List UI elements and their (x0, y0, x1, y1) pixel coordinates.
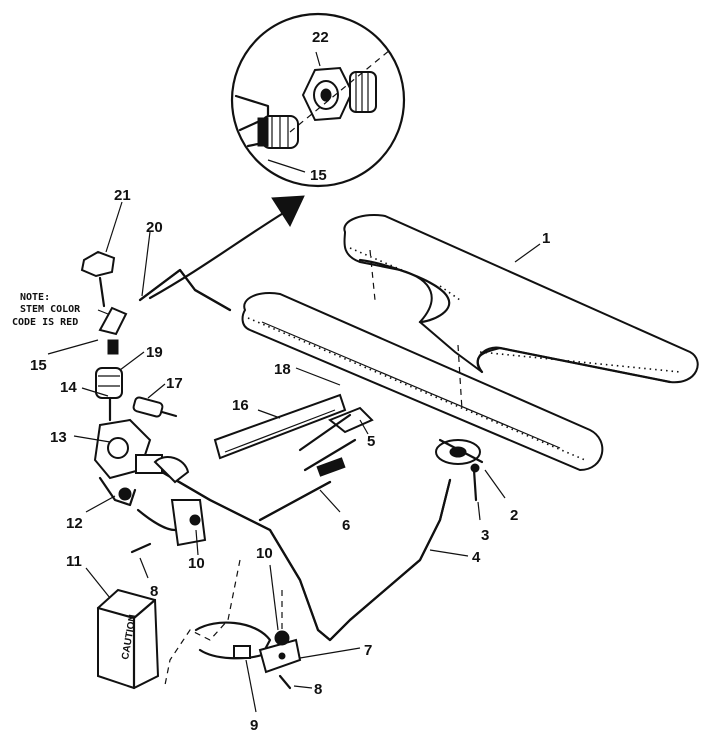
screw-8-upper (130, 542, 152, 554)
callout-7: 7 (364, 642, 372, 659)
detail-inset (230, 12, 406, 188)
callout-labels: 1 2 3 4 5 6 7 8 8 9 10 10 11 12 13 14 15… (30, 29, 550, 734)
electrode-6 (258, 457, 346, 522)
callout-10-upper: 10 (188, 555, 205, 572)
burner-lower (241, 292, 604, 472)
note-line-2: STEM COLOR (20, 304, 81, 315)
callout-10-lower: 10 (256, 545, 273, 562)
callout-1: 1 (542, 230, 550, 247)
callout-2: 2 (510, 507, 518, 524)
orifice-fitting-22 (301, 66, 377, 122)
ignition-wire (136, 508, 272, 686)
callout-6: 6 (342, 517, 350, 534)
callout-8-upper: 8 (150, 583, 158, 600)
callout-3: 3 (481, 527, 489, 544)
callout-19: 19 (146, 344, 163, 361)
callout-17: 17 (166, 375, 183, 392)
control-valve-13 (93, 418, 163, 507)
venturi-tube-4 (148, 463, 452, 642)
callout-12: 12 (66, 515, 83, 532)
screw-3 (470, 463, 480, 502)
note-block: NOTE: STEM COLOR CODE IS RED (12, 292, 81, 328)
burner-bracket-2 (435, 438, 484, 465)
callout-22: 22 (312, 29, 329, 46)
callout-9: 9 (250, 717, 258, 734)
burner-upper (343, 214, 699, 384)
callout-4: 4 (472, 549, 481, 566)
valve-assembly (80, 250, 128, 422)
igniter-11: CAUTION (96, 588, 160, 690)
callout-18: 18 (274, 361, 291, 378)
tube-clamp-10 (153, 456, 207, 547)
leader-lines (47, 201, 541, 713)
orifice-17 (132, 396, 178, 418)
screw-8-lower (278, 674, 292, 690)
callout-11: 11 (66, 553, 82, 570)
callout-16: 16 (232, 397, 249, 414)
gas-line-20 (138, 268, 232, 312)
valve-stem-detail-15 (234, 94, 299, 149)
detail-arrow (148, 195, 305, 300)
note-line-1: NOTE: (20, 292, 50, 303)
callout-5: 5 (367, 433, 375, 450)
callout-15: 15 (30, 357, 47, 374)
electrode-bracket-5 (298, 406, 374, 472)
callout-20: 20 (146, 219, 163, 236)
note-line-3: CODE IS RED (12, 317, 78, 328)
callout-13: 13 (50, 429, 67, 446)
nut-10-lower (274, 590, 290, 646)
callout-14: 14 (60, 379, 77, 396)
callout-15-detail: 15 (310, 167, 327, 184)
electrode-9 (233, 645, 251, 659)
callout-21: 21 (114, 187, 131, 204)
manifold-16 (213, 393, 347, 460)
callout-8-lower: 8 (314, 681, 322, 698)
